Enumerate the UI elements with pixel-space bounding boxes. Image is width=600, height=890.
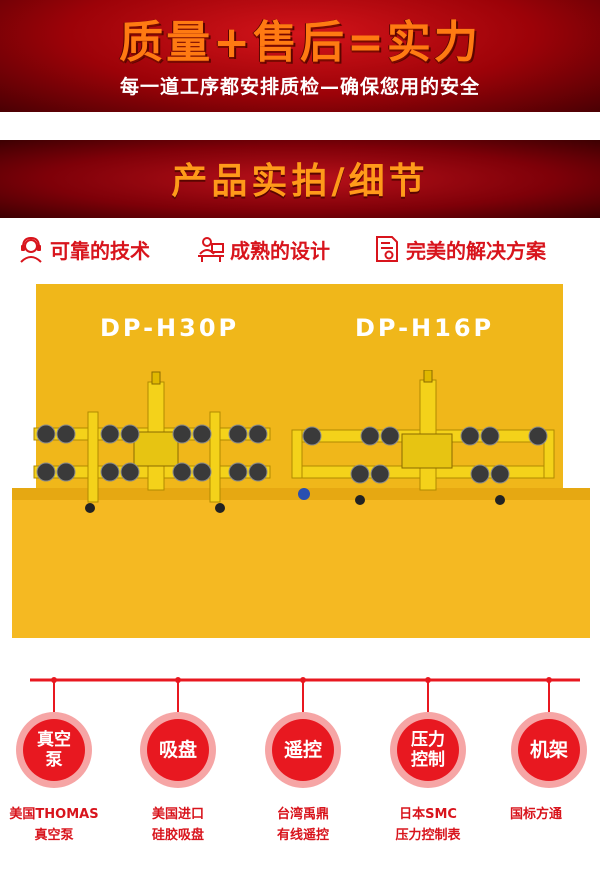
machine-dp-h16p	[291, 370, 555, 505]
caption-frame: 国标方通	[476, 804, 596, 825]
caption-remote-control: 台湾禹鼎 有线遥控	[243, 804, 363, 846]
badge-frame: 机架	[511, 712, 587, 788]
certificate-icon	[376, 236, 398, 262]
caption-vacuum-pump: 美国THOMAS 真空泵	[0, 804, 114, 846]
top-banner	[0, 0, 600, 112]
caption-pressure-control: 日本SMC 压力控制表	[368, 804, 488, 846]
caption-line2: 硅胶吸盘	[151, 828, 204, 843]
badge-line2: 泵	[45, 750, 63, 770]
caption-suction-cup: 美国进口 硅胶吸盘	[118, 804, 238, 846]
model-label-h16p: DP-H16P	[355, 314, 495, 342]
badge-remote-control: 遥控	[265, 712, 341, 788]
caption-line2: 真空泵	[34, 828, 74, 843]
feature-label: 可靠的技术	[50, 238, 150, 263]
badge-line1: 遥控	[283, 739, 322, 761]
caption-line1: 台湾禹鼎	[276, 807, 329, 822]
section-title: 产品实拍/细节	[171, 161, 429, 202]
badge-line1: 机架	[529, 739, 568, 761]
subheadline: 每一道工序都安排质检—确保您用的安全	[119, 76, 480, 98]
feature-reliable-tech: 可靠的技术	[16, 231, 150, 267]
badge-vacuum-pump: 真空泵	[16, 712, 92, 788]
caption-line1: 美国进口	[151, 807, 204, 822]
caption-line1: 国标方通	[509, 807, 562, 822]
headline: 质量+售后=实力	[119, 17, 481, 68]
designer-desk-icon	[198, 237, 224, 262]
badge-pressure-control: 压力控制	[390, 712, 466, 788]
feature-perfect-solution: 完美的解决方案	[372, 231, 546, 267]
feature-mature-design: 成熟的设计	[196, 231, 330, 267]
feature-label: 成熟的设计	[230, 238, 330, 263]
badge-suction-cup: 吸盘	[140, 712, 216, 788]
section-banner	[0, 140, 600, 218]
component-tree-connectors	[30, 677, 580, 712]
caption-line1: 日本SMC	[399, 807, 457, 822]
badge-line1: 真空	[37, 730, 71, 750]
machine-dp-h30p	[33, 371, 271, 513]
badge-line2: 控制	[411, 750, 445, 770]
caption-line1: 美国THOMAS	[9, 807, 99, 822]
vacuum-lifter-illustration	[33, 370, 555, 513]
feature-label: 完美的解决方案	[406, 238, 546, 263]
badge-line1: 吸盘	[158, 739, 197, 761]
model-label-h30p: DP-H30P	[100, 314, 240, 342]
product-stage-front	[12, 500, 590, 638]
caption-line2: 有线遥控	[276, 828, 329, 843]
headset-user-icon	[20, 236, 42, 263]
caption-line2: 压力控制表	[395, 828, 461, 843]
badge-line1: 压力	[411, 730, 445, 750]
